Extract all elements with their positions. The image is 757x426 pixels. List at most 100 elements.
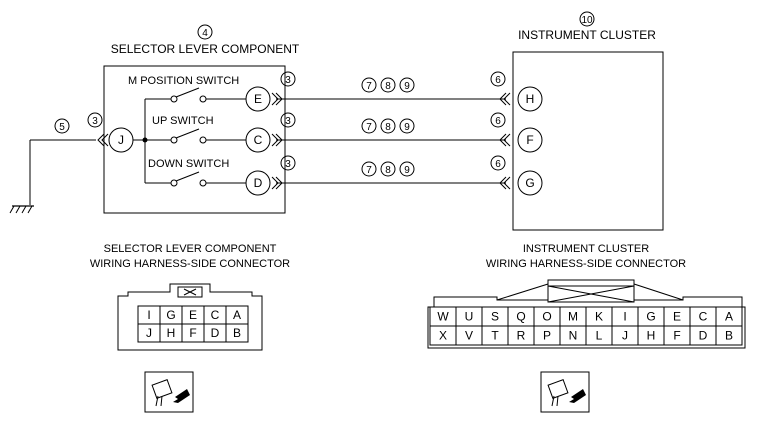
pin-label: Q bbox=[516, 310, 525, 324]
terminal-j bbox=[108, 127, 134, 153]
selector-component-title: SELECTOR LEVER COMPONENT bbox=[111, 42, 300, 56]
up-switch: UP SWITCH bbox=[145, 115, 246, 144]
svg-text:J: J bbox=[118, 133, 124, 147]
connector-latch bbox=[547, 285, 635, 303]
terminal-c bbox=[245, 127, 271, 153]
pin-label: E bbox=[189, 308, 197, 322]
pin-label: A bbox=[233, 308, 241, 322]
pin-label: J bbox=[622, 329, 628, 343]
svg-text:7: 7 bbox=[366, 122, 372, 133]
selector-connector-title-1: SELECTOR LEVER COMPONENT bbox=[104, 243, 277, 255]
pin-label: L bbox=[596, 329, 603, 343]
svg-text:G: G bbox=[525, 176, 534, 190]
pin-label: F bbox=[189, 326, 196, 340]
pin-label: R bbox=[517, 329, 526, 343]
pin-label: M bbox=[568, 310, 578, 324]
pin-label: S bbox=[491, 310, 499, 324]
cluster-component-title: INSTRUMENT CLUSTER bbox=[518, 28, 656, 42]
svg-text:H: H bbox=[526, 92, 535, 106]
pin-label: H bbox=[647, 329, 656, 343]
svg-text:E: E bbox=[254, 92, 262, 106]
m-position-switch: M POSITION SWITCH bbox=[128, 75, 246, 103]
connector-housing bbox=[117, 283, 263, 351]
pin-label: J bbox=[146, 326, 152, 340]
pin-label: T bbox=[491, 329, 499, 343]
pin-label: U bbox=[465, 310, 474, 324]
cluster-connector-title-1: INSTRUMENT CLUSTER bbox=[523, 243, 649, 255]
callout-circle bbox=[579, 11, 595, 27]
pin-label: D bbox=[699, 329, 708, 343]
pin-label: I bbox=[623, 310, 626, 324]
terminal-f bbox=[517, 127, 543, 153]
m-position-switch-label: M POSITION SWITCH bbox=[128, 75, 239, 87]
svg-text:6: 6 bbox=[495, 159, 501, 170]
connector-plug-icon bbox=[540, 371, 590, 413]
terminal-e bbox=[245, 86, 271, 112]
terminal-h bbox=[517, 86, 543, 112]
svg-text:8: 8 bbox=[385, 122, 391, 133]
cluster-component-box bbox=[512, 51, 664, 231]
pin-label: B bbox=[233, 326, 241, 340]
selector-connector-view: SELECTOR LEVER COMPONENT WIRING HARNESS-… bbox=[90, 243, 290, 413]
pin-label: B bbox=[725, 329, 733, 343]
connector-chevron bbox=[97, 133, 109, 147]
pin-label: X bbox=[439, 329, 447, 343]
pin-label: V bbox=[465, 329, 473, 343]
pin-label: G bbox=[646, 310, 655, 324]
svg-text:6: 6 bbox=[495, 116, 501, 127]
callout-circle bbox=[87, 112, 103, 128]
svg-text:C: C bbox=[254, 133, 263, 147]
pin-label: C bbox=[211, 308, 220, 322]
ground-wire: 5 3 bbox=[9, 112, 109, 214]
pin-label: P bbox=[543, 329, 551, 343]
selector-component-number: 4 bbox=[202, 28, 208, 39]
svg-text:3: 3 bbox=[285, 75, 291, 86]
pin-label: F bbox=[673, 329, 680, 343]
down-switch-label: DOWN SWITCH bbox=[148, 158, 229, 170]
callout-circle bbox=[197, 24, 213, 40]
cluster-connector-view: INSTRUMENT CLUSTER WIRING HARNESS-SIDE C… bbox=[427, 243, 746, 413]
instrument-cluster: 10 INSTRUMENT CLUSTER H F G bbox=[512, 11, 664, 231]
pin-label: N bbox=[569, 329, 578, 343]
svg-text:3: 3 bbox=[285, 116, 291, 127]
pin-label: K bbox=[595, 310, 603, 324]
svg-text:7: 7 bbox=[366, 165, 372, 176]
svg-text:6: 6 bbox=[495, 75, 501, 86]
pin-label: E bbox=[673, 310, 681, 324]
switch-icon bbox=[170, 136, 178, 144]
pin-label: O bbox=[542, 310, 551, 324]
selector-connector-title-2: WIRING HARNESS-SIDE CONNECTOR bbox=[90, 258, 290, 270]
pin-label: H bbox=[167, 326, 176, 340]
pin-cell bbox=[225, 323, 249, 343]
svg-text:8: 8 bbox=[385, 165, 391, 176]
cluster-connector-title-2: WIRING HARNESS-SIDE CONNECTOR bbox=[486, 258, 686, 270]
callout-circle bbox=[54, 118, 70, 134]
cluster-pin-grid: W U S Q O M K I G E C A X V T R P N L J H F D B bbox=[429, 306, 743, 346]
svg-text:7: 7 bbox=[366, 81, 372, 92]
up-switch-label: UP SWITCH bbox=[152, 115, 214, 127]
svg-text:D: D bbox=[254, 176, 263, 190]
down-switch: DOWN SWITCH bbox=[145, 158, 246, 187]
connector-latch bbox=[177, 286, 203, 298]
pin-label: G bbox=[166, 308, 175, 322]
svg-text:9: 9 bbox=[404, 165, 410, 176]
ground-wire-callout: 5 bbox=[59, 122, 65, 133]
terminal-d bbox=[245, 170, 271, 196]
switch-icon bbox=[170, 95, 178, 103]
harness-wire-2: 3 6 7 8 9 bbox=[271, 112, 511, 147]
harness-wire-1: 3 6 7 8 9 bbox=[271, 71, 511, 106]
pin-cell bbox=[715, 325, 743, 346]
pin-label: A bbox=[725, 310, 733, 324]
pin-label: I bbox=[147, 308, 150, 322]
pin-label: W bbox=[437, 310, 449, 324]
svg-text:9: 9 bbox=[404, 122, 410, 133]
connector-callout: 3 bbox=[92, 116, 98, 127]
ground-symbol-icon bbox=[9, 205, 34, 214]
pin-label: C bbox=[699, 310, 708, 324]
connector-plug-icon bbox=[144, 371, 194, 413]
svg-text:9: 9 bbox=[404, 81, 410, 92]
svg-text:F: F bbox=[526, 133, 533, 147]
switch-icon bbox=[170, 179, 178, 187]
